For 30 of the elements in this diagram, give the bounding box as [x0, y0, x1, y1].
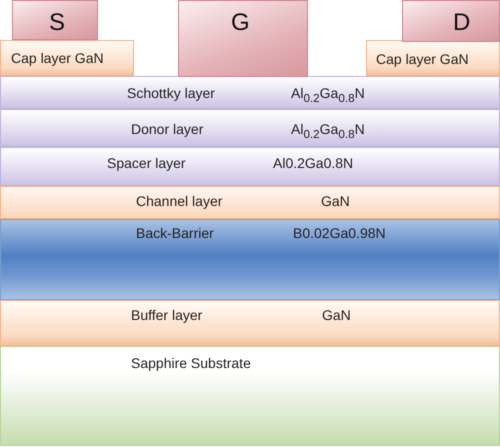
layer-name: Donor layer	[131, 120, 204, 138]
back-barrier-layer	[0, 219, 500, 300]
composition-label: Al$_{0.2}$Ga$_{0.8}$N	[291, 120, 365, 143]
schottky-layer	[0, 76, 500, 109]
substrate-layer	[0, 346, 500, 446]
gate-electrode	[178, 0, 308, 77]
cap-layer	[366, 40, 500, 76]
cap-layer	[0, 40, 134, 76]
spacer-layer	[0, 147, 500, 186]
composition-label: Al0.2Ga0.8N	[273, 154, 354, 172]
layer-name: Back-Barrier	[136, 224, 214, 242]
source-electrode	[12, 0, 98, 40]
layer-name: Schottky layer	[127, 84, 215, 102]
layer-name: Channel layer	[136, 192, 222, 210]
channel-layer	[0, 186, 500, 219]
layer-label: Cap layer GaN	[376, 50, 469, 68]
layer-label: Cap layer GaN	[11, 49, 104, 67]
composition-label: GaN	[322, 306, 351, 324]
composition-label: B0.02Ga0.98N	[293, 224, 386, 242]
layer-name: Spacer layer	[107, 154, 186, 172]
electrode-label: S	[49, 9, 66, 37]
buffer-layer	[0, 300, 500, 346]
composition-label: Al$_{0.2}$Ga$_{0.8}$N	[291, 84, 365, 107]
layer-name: Sapphire Substrate	[131, 354, 251, 372]
electrode-label: D	[453, 9, 470, 37]
drain-electrode	[402, 0, 500, 42]
donor-layer	[0, 109, 500, 147]
composition-label: GaN	[321, 192, 350, 210]
layer-name: Buffer layer	[131, 306, 202, 324]
electrode-label: G	[231, 9, 250, 37]
